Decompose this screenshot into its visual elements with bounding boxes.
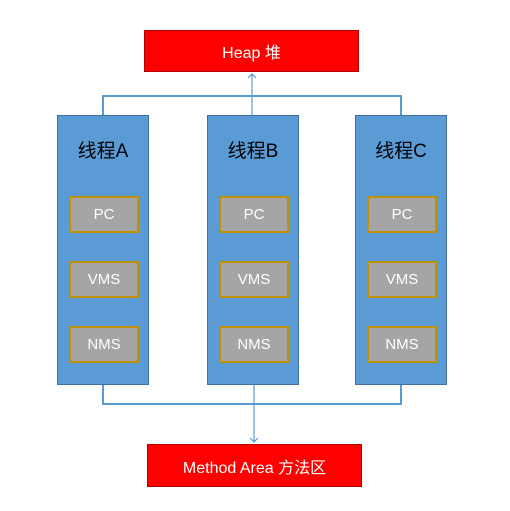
thread-c-pc-cell: PC (367, 196, 437, 233)
thread-a-title: 线程A (77, 141, 129, 162)
thread-a-pc-cell: PC (69, 196, 139, 233)
bottom-connector (102, 385, 402, 405)
thread-c-box: 线程C PC VMS NMS (355, 115, 447, 385)
thread-a-nms-cell: NMS (69, 326, 139, 363)
method-area-box: Method Area 方法区 (147, 444, 362, 487)
thread-c-nms-cell: NMS (367, 326, 437, 363)
method-area-label: Method Area 方法区 (182, 459, 327, 477)
thread-b-title: 线程B (227, 141, 279, 162)
thread-b-box: 线程B PC VMS NMS (207, 115, 299, 385)
thread-a-box: 线程A PC VMS NMS (57, 115, 149, 385)
thread-b-vms-cell: VMS (219, 261, 289, 298)
thread-b-pc-cell: PC (219, 196, 289, 233)
heap-box: Heap 堆 (144, 30, 359, 72)
heap-label: Heap 堆 (222, 45, 281, 62)
thread-b-nms-cell: NMS (219, 326, 289, 363)
thread-c-title: 线程C (375, 141, 427, 162)
thread-c-vms-cell: VMS (367, 261, 437, 298)
thread-a-vms-cell: VMS (69, 261, 139, 298)
